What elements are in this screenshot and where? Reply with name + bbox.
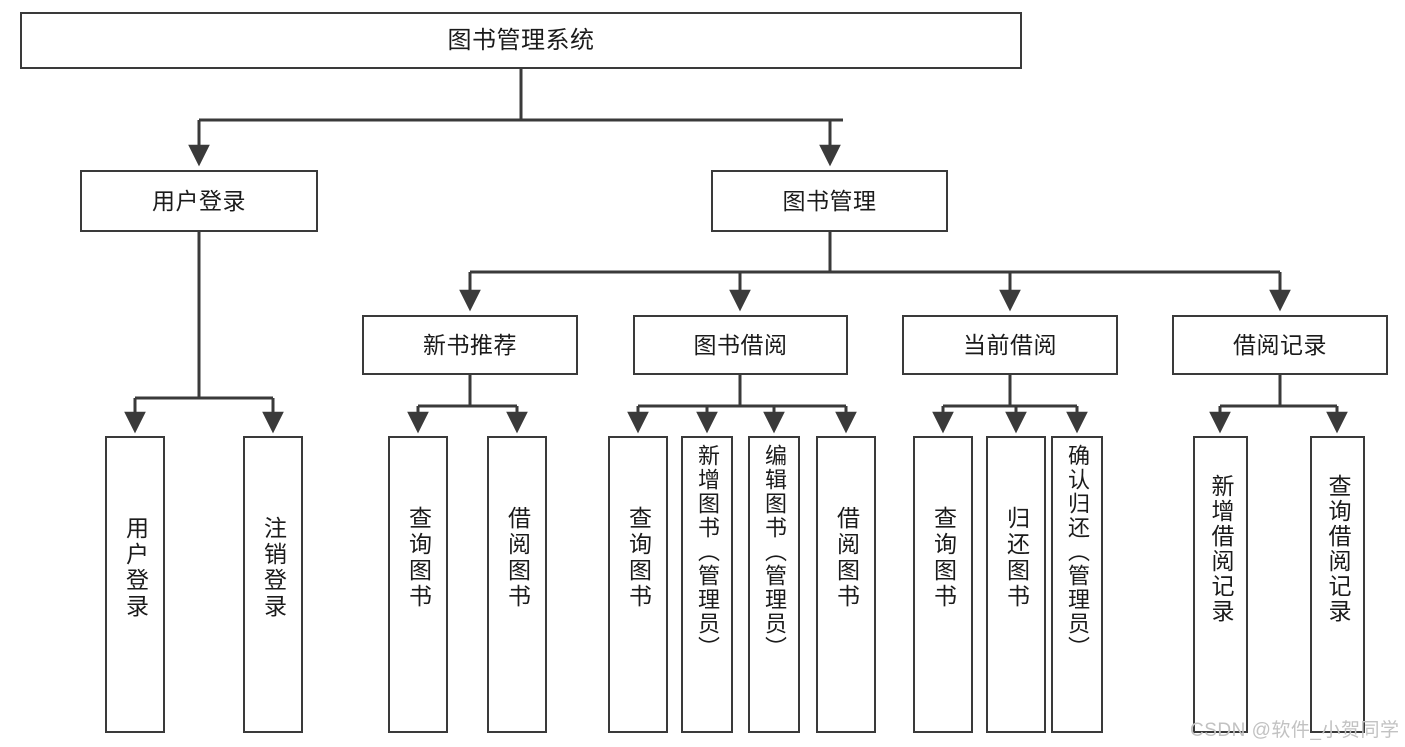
node-label: 新增借阅记录 bbox=[1208, 474, 1234, 624]
node-label: 注销登录 bbox=[260, 516, 287, 620]
node-label: 查询图书 bbox=[625, 506, 652, 610]
leaf-borrow-book-recommend[interactable]: 借阅图书 bbox=[487, 436, 547, 733]
node-new-book-recommend[interactable]: 新书推荐 bbox=[362, 315, 578, 375]
node-label: 查询图书 bbox=[930, 506, 957, 610]
node-root-system[interactable]: 图书管理系统 bbox=[20, 12, 1022, 69]
leaf-borrow-book[interactable]: 借阅图书 bbox=[816, 436, 876, 733]
leaf-query-borrow-record[interactable]: 查询借阅记录 bbox=[1310, 436, 1365, 733]
node-label: 编辑图书（管理员） bbox=[762, 444, 787, 660]
node-label: 借阅图书 bbox=[504, 506, 531, 610]
leaf-add-borrow-record[interactable]: 新增借阅记录 bbox=[1193, 436, 1248, 733]
node-current-borrow[interactable]: 当前借阅 bbox=[902, 315, 1118, 375]
leaf-return-book[interactable]: 归还图书 bbox=[986, 436, 1046, 733]
leaf-query-book-current[interactable]: 查询图书 bbox=[913, 436, 973, 733]
node-label: 查询借阅记录 bbox=[1325, 474, 1351, 624]
leaf-confirm-return-admin[interactable]: 确认归还（管理员） bbox=[1051, 436, 1103, 733]
node-label: 当前借阅 bbox=[963, 331, 1057, 358]
leaf-edit-book-admin[interactable]: 编辑图书（管理员） bbox=[748, 436, 800, 733]
node-label: 用户登录 bbox=[122, 516, 149, 620]
node-borrow-record[interactable]: 借阅记录 bbox=[1172, 315, 1388, 375]
node-label: 借阅图书 bbox=[833, 506, 860, 610]
node-book-borrow[interactable]: 图书借阅 bbox=[633, 315, 848, 375]
node-user-login[interactable]: 用户登录 bbox=[80, 170, 318, 232]
leaf-query-book-recommend[interactable]: 查询图书 bbox=[388, 436, 448, 733]
leaf-logout[interactable]: 注销登录 bbox=[243, 436, 303, 733]
node-label: 图书管理系统 bbox=[447, 26, 595, 54]
node-label: 图书管理 bbox=[782, 187, 877, 214]
node-label: 用户登录 bbox=[152, 187, 246, 214]
leaf-query-book-borrow[interactable]: 查询图书 bbox=[608, 436, 668, 733]
leaf-user-login[interactable]: 用户登录 bbox=[105, 436, 165, 733]
node-label: 图书借阅 bbox=[693, 331, 788, 358]
csdn-watermark: CSDN @软件_小贺同学 bbox=[1190, 720, 1400, 741]
node-label: 新书推荐 bbox=[423, 331, 517, 358]
leaf-add-book-admin[interactable]: 新增图书（管理员） bbox=[681, 436, 733, 733]
node-label: 查询图书 bbox=[405, 506, 432, 610]
node-label: 借阅记录 bbox=[1233, 331, 1327, 358]
node-book-management[interactable]: 图书管理 bbox=[711, 170, 948, 232]
node-label: 新增图书（管理员） bbox=[695, 444, 720, 660]
node-label: 确认归还（管理员） bbox=[1065, 444, 1090, 660]
node-label: 归还图书 bbox=[1003, 506, 1030, 610]
